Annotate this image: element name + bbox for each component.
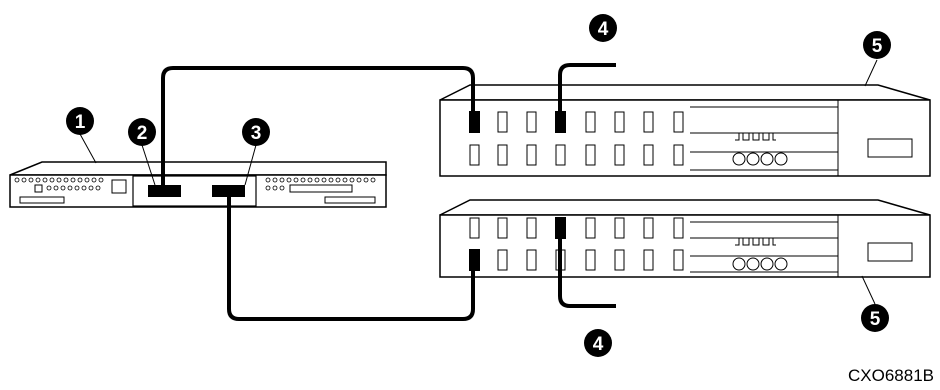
callout-3-label: 3 (251, 123, 262, 144)
controller-left-slot (19, 196, 65, 204)
switch-top (439, 84, 931, 177)
switch-bottom-control-panel (690, 215, 839, 277)
controller-left-vents (14, 177, 104, 191)
switch-bottom-top-face (439, 199, 931, 216)
switch-bottom-display (867, 242, 913, 262)
callout-3: 3 (242, 118, 270, 146)
switch-bottom (439, 199, 931, 278)
callout-5-bottom-label: 5 (870, 309, 881, 330)
switch-bottom-port-connected-2[interactable] (469, 249, 480, 271)
switch-top-top-face (439, 84, 931, 101)
controller-indicator-large (111, 179, 127, 194)
switch-top-display (867, 138, 913, 158)
callout-1: 1 (66, 107, 94, 135)
switch-bottom-leds (732, 257, 788, 271)
callout-1-label: 1 (75, 112, 86, 133)
cable-top-switch-external (558, 63, 616, 120)
controller-indicator-small (34, 184, 43, 193)
callout-4-bottom-label: 4 (593, 334, 604, 355)
callout-leaders (79, 59, 878, 305)
callout-4-bottom: 4 (584, 329, 612, 357)
callout-5-top: 5 (863, 31, 891, 59)
switch-top-port-connected-1[interactable] (469, 111, 480, 133)
switch-top-front-face (439, 99, 931, 177)
callout-5-top-label: 5 (872, 36, 883, 57)
callout-2: 2 (128, 118, 156, 146)
switch-top-leds (732, 152, 788, 166)
controller-right-slot (324, 196, 376, 204)
figure-id: CXO6881B (848, 366, 934, 385)
cable-bottom-switch-external (558, 228, 616, 308)
controller-right-vents (265, 177, 376, 191)
switch-bottom-front-face (439, 214, 931, 278)
controller-port-a[interactable] (148, 185, 181, 197)
switch-top-port-connected-2[interactable] (555, 111, 566, 133)
controller-top-face (9, 161, 387, 176)
callout-2-label: 2 (137, 123, 148, 144)
callout-5-bottom: 5 (861, 304, 889, 332)
cable-controller-to-top-switch (161, 66, 475, 190)
callout-4-top: 4 (589, 14, 617, 42)
switch-top-control-panel (690, 100, 839, 176)
controller-unit (9, 161, 387, 208)
cable-controller-to-bottom-switch (227, 191, 475, 321)
controller-right-label-slot (289, 184, 353, 193)
callout-4-top-label: 4 (598, 19, 609, 40)
